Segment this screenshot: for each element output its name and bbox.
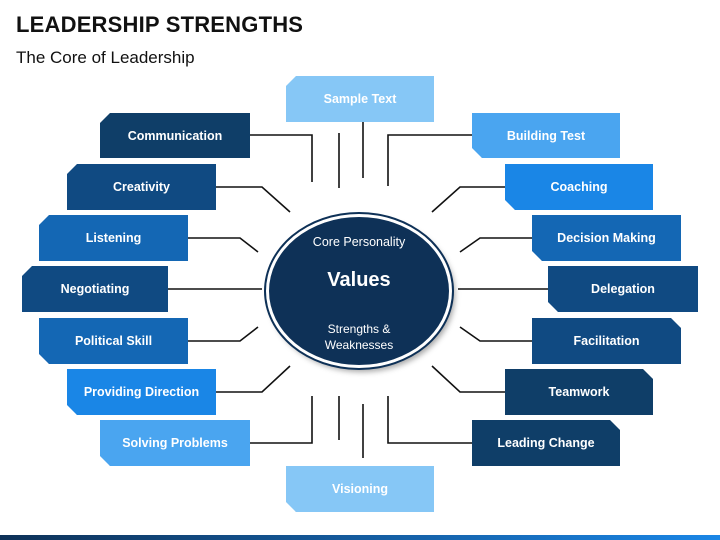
left-item-label: Political Skill: [74, 334, 153, 348]
left-item-providing-direction: Providing Direction: [67, 369, 216, 415]
connector-teamwork: [431, 365, 505, 393]
footer-bar: [0, 535, 720, 540]
left-item-label: Providing Direction: [83, 385, 200, 399]
left-item-creativity: Creativity: [67, 164, 216, 210]
center-top-label: Core Personality: [312, 235, 406, 249]
connector-providing-direction: [216, 365, 291, 393]
left-item-negotiating: Negotiating: [22, 266, 168, 312]
connector-political-skill: [188, 326, 259, 342]
bottom-box-label: Visioning: [331, 482, 389, 496]
center-main-label: Values: [327, 269, 391, 291]
connector-facilitation: [459, 326, 532, 342]
left-item-solving-problems: Solving Problems: [100, 420, 250, 466]
bottom-box: Visioning: [286, 466, 434, 512]
right-item-label: Coaching: [550, 180, 608, 194]
page-subtitle: The Core of Leadership: [16, 48, 195, 67]
right-item-label: Building Test: [506, 128, 586, 143]
right-item-decision-making: Decision Making: [532, 215, 681, 261]
page-title: LEADERSHIP STRENGTHS: [16, 12, 304, 37]
right-item-label: Teamwork: [548, 385, 610, 399]
left-item-listening: Listening: [39, 215, 188, 261]
connector-listening: [188, 237, 259, 253]
left-item-label: Solving Problems: [122, 436, 228, 450]
right-item-facilitation: Facilitation: [532, 318, 681, 364]
right-item-label: Facilitation: [573, 334, 640, 348]
connector-communication: [250, 134, 313, 182]
center-values-circle: Core Personality Values Strengths & Weak…: [266, 214, 452, 368]
left-item-label: Creativity: [113, 180, 170, 194]
left-item-label: Listening: [85, 231, 142, 245]
top-box-label: Sample Text: [323, 92, 397, 106]
center-bottom-label: Strengths & Weaknesses: [324, 322, 394, 352]
connector-building-test: [387, 134, 472, 186]
right-item-building-test: Building Test: [472, 113, 620, 158]
right-item-label: Delegation: [591, 282, 655, 296]
connector-solving-problems: [250, 396, 313, 444]
top-box: Sample Text: [286, 76, 434, 122]
right-item-delegation: Delegation: [548, 266, 698, 312]
connector-coaching: [431, 186, 505, 213]
right-item-coaching: Coaching: [505, 164, 653, 210]
right-item-leading-change: Leading Change: [472, 420, 620, 466]
left-item-label: Negotiating: [60, 282, 130, 296]
left-item-label: Communication: [127, 128, 223, 143]
connector-creativity: [216, 186, 291, 213]
right-item-label: Leading Change: [497, 436, 595, 450]
left-item-political-skill: Political Skill: [39, 318, 188, 364]
connector-decision-making: [459, 237, 532, 253]
right-item-label: Decision Making: [557, 231, 656, 245]
left-item-communication: Communication: [100, 113, 250, 158]
right-item-teamwork: Teamwork: [505, 369, 653, 415]
connector-leading-change: [387, 396, 472, 444]
